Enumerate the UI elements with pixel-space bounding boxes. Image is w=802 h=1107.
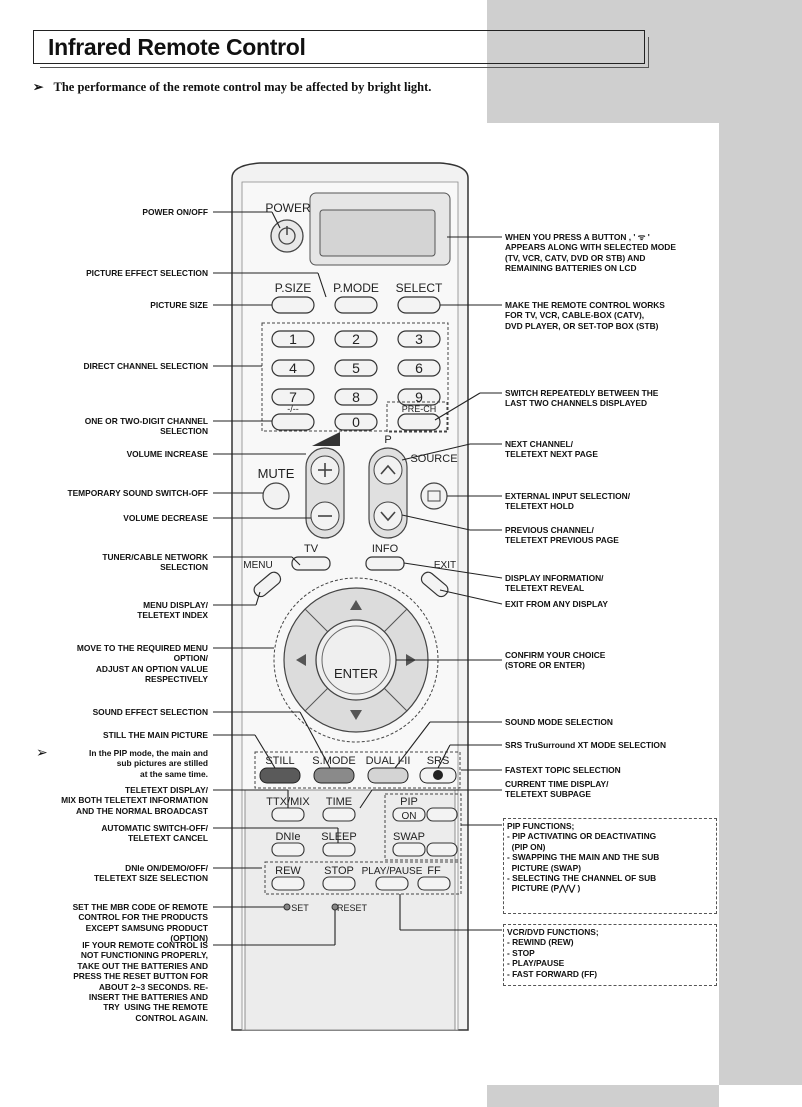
label-dnie: DNIe ON/DEMO/OFF/ TELETEXT SIZE SELECTIO… bbox=[93, 863, 208, 884]
enter-label: ENTER bbox=[334, 666, 378, 681]
label-srs: SRS TruSurround XT MODE SELECTION bbox=[505, 740, 666, 750]
ttxmix-label: TTX/MIX bbox=[266, 796, 310, 808]
pip-note-arrow-icon: ➢ bbox=[36, 744, 48, 760]
label-auto-off: AUTOMATIC SWITCH-OFF/ TELETEXT CANCEL bbox=[101, 823, 208, 844]
digit-label: 7 bbox=[289, 389, 297, 405]
exit-label: EXIT bbox=[434, 560, 456, 571]
gray-margin-bottom bbox=[487, 1085, 719, 1107]
reset-label: RESET bbox=[337, 903, 368, 913]
label-picture-effect: PICTURE EFFECT SELECTION bbox=[86, 268, 208, 278]
rew-label: REW bbox=[275, 865, 301, 877]
note: ➢ The performance of the remote control m… bbox=[33, 79, 431, 95]
label-info: DISPLAY INFORMATION/ TELETEXT REVEAL bbox=[505, 573, 604, 594]
time-label: TIME bbox=[326, 796, 352, 808]
digit-button[interactable] bbox=[397, 388, 441, 406]
label-lcd: WHEN YOU PRESS A BUTTON , ' ᯤ ' APPEARS … bbox=[505, 232, 676, 274]
pip-functions-text: PIP FUNCTIONS; - PIP ACTIVATING OR DEACT… bbox=[507, 821, 660, 894]
label-next-channel: NEXT CHANNEL/ TELETEXT NEXT PAGE bbox=[505, 439, 598, 460]
digit-button[interactable] bbox=[271, 388, 315, 406]
label-still: STILL THE MAIN PICTURE bbox=[103, 730, 208, 740]
select-label: SELECT bbox=[396, 281, 443, 295]
tv-label: TV bbox=[304, 543, 319, 555]
label-power: POWER ON/OFF bbox=[142, 207, 208, 217]
swap-label: SWAP bbox=[393, 831, 425, 843]
on-label: ON bbox=[402, 811, 417, 822]
psize-label: P.SIZE bbox=[275, 281, 311, 295]
info-label: INFO bbox=[372, 543, 399, 555]
digit-label: 4 bbox=[289, 360, 297, 376]
digit-button[interactable] bbox=[334, 388, 378, 406]
label-direct-channel: DIRECT CHANNEL SELECTION bbox=[83, 361, 208, 371]
label-select: MAKE THE REMOTE CONTROL WORKS FOR TV, VC… bbox=[505, 300, 665, 331]
label-source: EXTERNAL INPUT SELECTION/ TELETEXT HOLD bbox=[505, 491, 631, 512]
digit-label: 5 bbox=[352, 360, 360, 376]
source-label: SOURCE bbox=[410, 453, 457, 465]
label-sound-effect: SOUND EFFECT SELECTION bbox=[92, 707, 208, 717]
label-fastext: FASTEXT TOPIC SELECTION bbox=[505, 765, 621, 775]
label-move: MOVE TO THE REQUIRED MENU OPTION/ ADJUST… bbox=[76, 643, 208, 685]
digit-button[interactable] bbox=[397, 330, 441, 348]
label-exit: EXIT FROM ANY DISPLAY bbox=[505, 599, 608, 609]
vcr-functions-box: VCR/DVD FUNCTIONS; - REWIND (REW) - STOP… bbox=[503, 924, 717, 986]
digit-label: 9 bbox=[415, 389, 423, 405]
prech-label: PRE-CH bbox=[402, 404, 437, 414]
pip-functions-box: PIP FUNCTIONS; - PIP ACTIVATING OR DEACT… bbox=[503, 818, 717, 914]
mute-label: MUTE bbox=[258, 466, 295, 481]
digit-label: 6 bbox=[415, 360, 423, 376]
still-label: STILL bbox=[265, 755, 294, 767]
label-set: SET THE MBR CODE OF REMOTE CONTROL FOR T… bbox=[72, 902, 208, 944]
title-box: Infrared Remote Control bbox=[33, 30, 649, 68]
dual-label: DUAL I-II bbox=[366, 755, 411, 767]
label-prech: SWITCH REPEATEDLY BETWEEN THE LAST TWO C… bbox=[505, 388, 659, 409]
label-picture-size: PICTURE SIZE bbox=[150, 300, 208, 310]
digit-button[interactable] bbox=[271, 359, 315, 377]
digit-button[interactable] bbox=[271, 330, 315, 348]
digit-label: 3 bbox=[415, 331, 423, 347]
label-reset: IF YOUR REMOTE CONTROL IS NOT FUNCTIONIN… bbox=[73, 940, 208, 1023]
pip-note: In the PIP mode, the main and sub pictur… bbox=[89, 748, 208, 779]
note-arrow-icon: ➢ bbox=[33, 80, 44, 94]
menu-label: MENU bbox=[243, 560, 272, 571]
set-label: SET bbox=[291, 903, 309, 913]
label-enter: CONFIRM YOUR CHOICE (STORE OR ENTER) bbox=[505, 650, 606, 671]
label-tuner: TUNER/CABLE NETWORK SELECTION bbox=[102, 552, 208, 573]
ff-label: FF bbox=[427, 865, 441, 877]
label-volume-increase: VOLUME INCREASE bbox=[126, 449, 208, 459]
zero-label: 0 bbox=[352, 414, 360, 430]
smode-label: S.MODE bbox=[312, 755, 355, 767]
label-teletext-display: TELETEXT DISPLAY/ MIX BOTH TELETEXT INFO… bbox=[61, 785, 208, 816]
pmode-label: P.MODE bbox=[333, 281, 379, 295]
p-label: P bbox=[384, 434, 391, 446]
label-one-two-digit: ONE OR TWO-DIGIT CHANNEL SELECTION bbox=[84, 416, 208, 437]
label-mute: TEMPORARY SOUND SWITCH-OFF bbox=[67, 488, 208, 498]
sleep-label: SLEEP bbox=[321, 831, 356, 843]
stop-label: STOP bbox=[324, 865, 354, 877]
dnie-label: DNIe bbox=[275, 831, 300, 843]
digit-button[interactable] bbox=[334, 359, 378, 377]
label-sound-mode: SOUND MODE SELECTION bbox=[505, 717, 613, 727]
pip-label: PIP bbox=[400, 796, 418, 808]
label-menu: MENU DISPLAY/ TELETEXT INDEX bbox=[137, 600, 208, 621]
note-text: The performance of the remote control ma… bbox=[53, 80, 432, 94]
vcr-functions-text: VCR/DVD FUNCTIONS; - REWIND (REW) - STOP… bbox=[507, 927, 599, 979]
page-title: Infrared Remote Control bbox=[48, 34, 306, 60]
power-label: POWER bbox=[265, 201, 311, 215]
srs-label: SRS bbox=[427, 755, 450, 767]
label-time: CURRENT TIME DISPLAY/ TELETEXT SUBPAGE bbox=[505, 779, 609, 800]
digit-label: 1 bbox=[289, 331, 297, 347]
playpause-label: PLAY/PAUSE bbox=[362, 866, 423, 877]
digit-label: 2 bbox=[352, 331, 360, 347]
label-volume-decrease: VOLUME DECREASE bbox=[123, 513, 208, 523]
digit-button[interactable] bbox=[334, 330, 378, 348]
dash-label: -/-- bbox=[287, 404, 299, 414]
label-prev-channel: PREVIOUS CHANNEL/ TELETEXT PREVIOUS PAGE bbox=[505, 525, 619, 546]
digit-label: 8 bbox=[352, 389, 360, 405]
gray-margin-top bbox=[487, 0, 719, 123]
gray-margin-right bbox=[719, 0, 802, 1085]
digit-button[interactable] bbox=[397, 359, 441, 377]
